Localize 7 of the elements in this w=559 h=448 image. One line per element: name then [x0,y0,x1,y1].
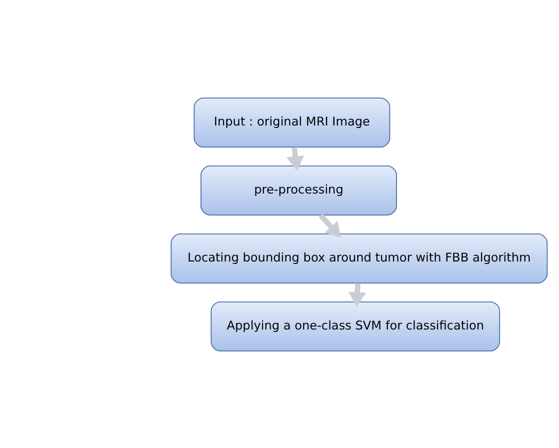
node-box: Applying a one-class SVM for classification [210,300,500,351]
arrow [286,146,304,170]
node-box: Input : original MRI Image [194,97,390,148]
node-box: pre-processing [200,165,397,216]
arrow [348,282,366,306]
arrow [318,212,341,238]
node-box: Locating bounding box around tumor with FBB algorithm [170,232,548,283]
